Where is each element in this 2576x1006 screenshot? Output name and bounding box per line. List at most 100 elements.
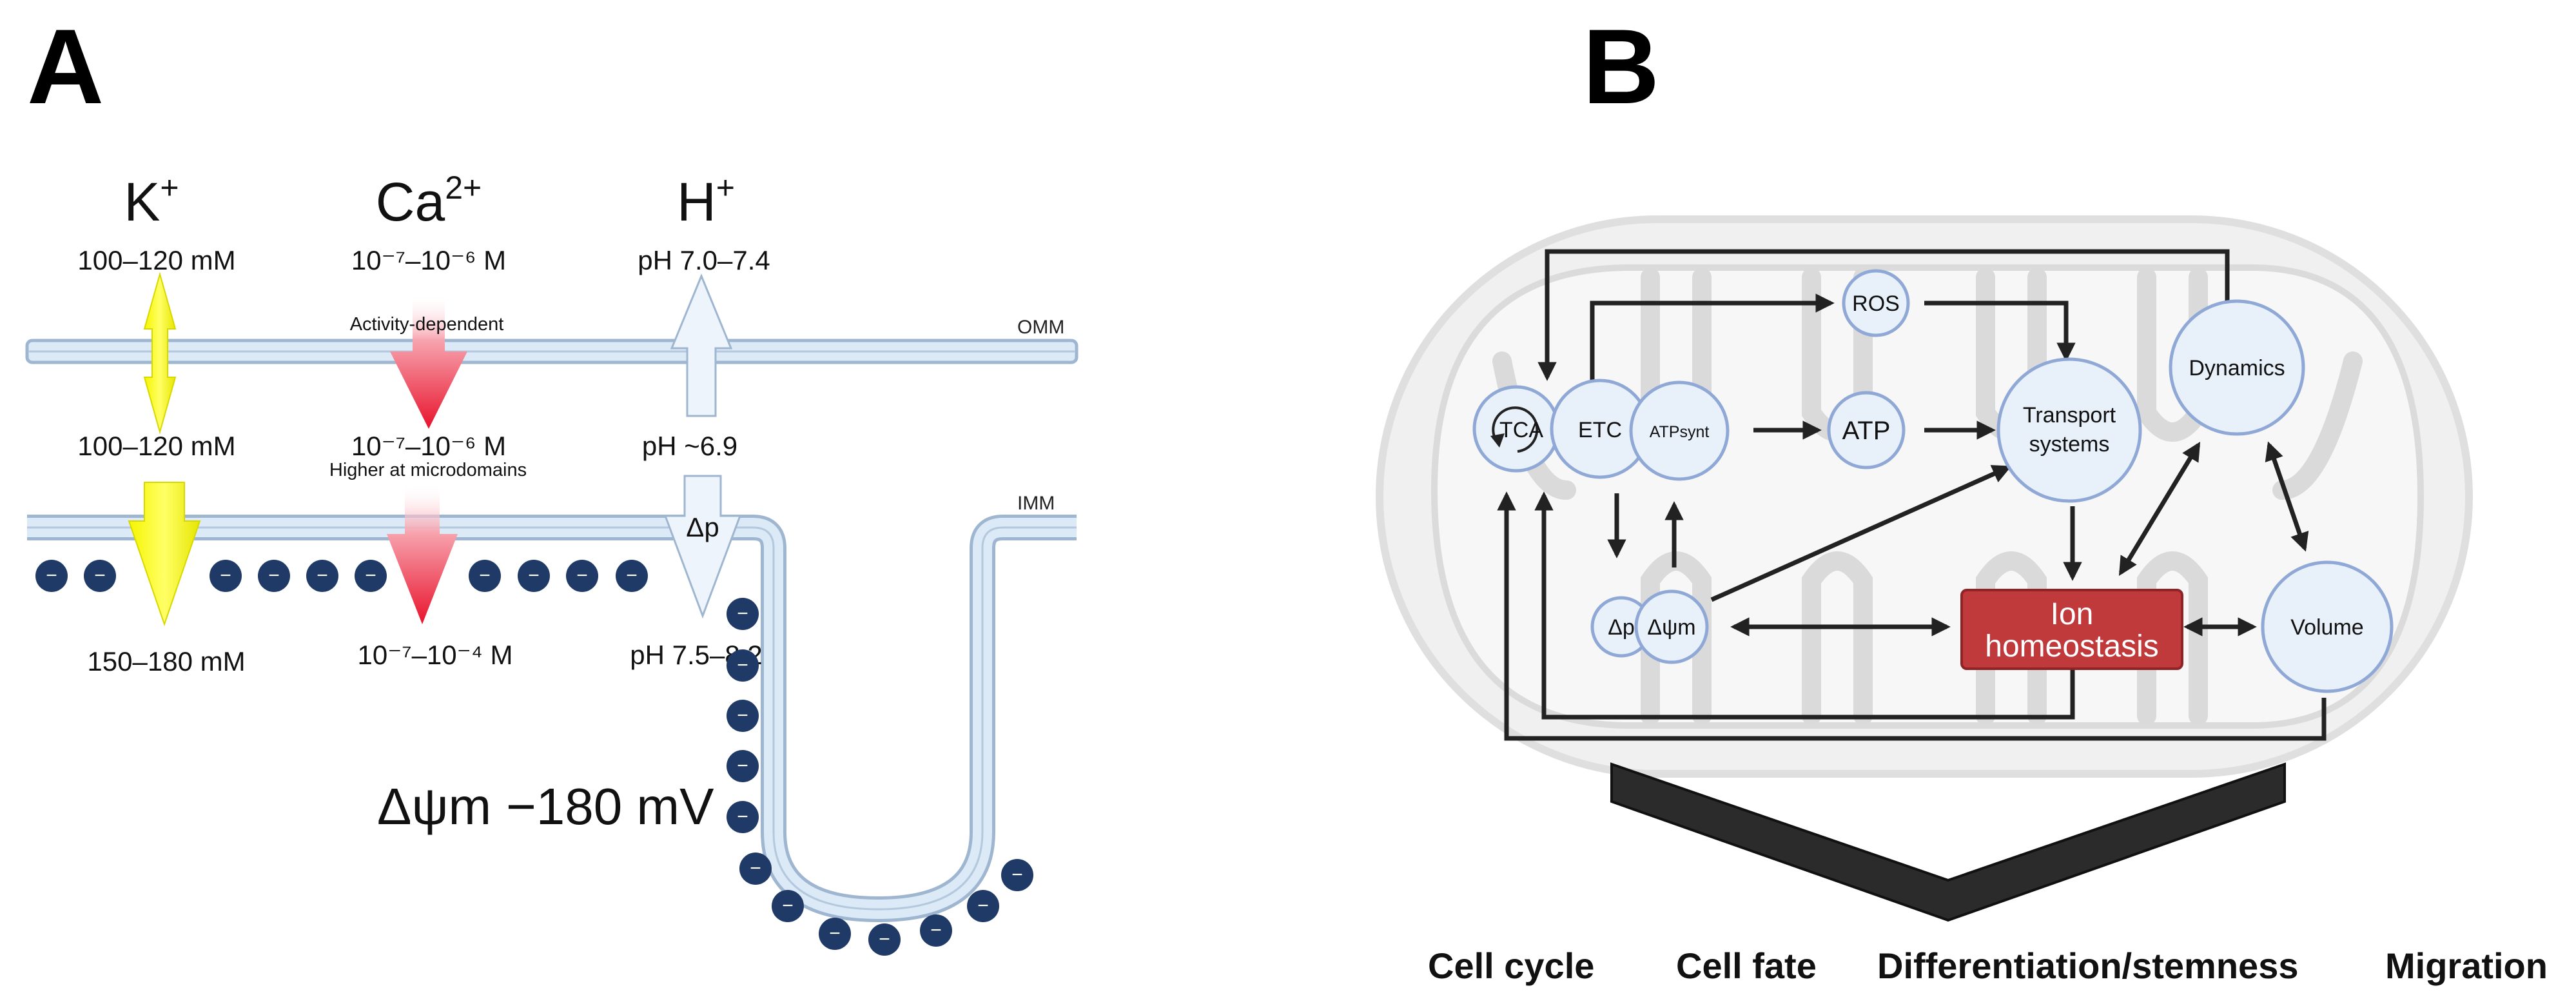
- imm-label: IMM: [1017, 493, 1055, 514]
- node-etc: ETC: [1550, 379, 1650, 479]
- negative-charge-sign: −: [626, 565, 638, 586]
- negative-charge-sign: −: [1011, 864, 1023, 885]
- outcome-migration: Migration: [2385, 945, 2548, 986]
- negative-charge: [258, 560, 290, 592]
- node-transport-label-2: systems: [2029, 432, 2110, 457]
- negative-charge: [469, 560, 501, 592]
- node-volume-label: Volume: [2290, 615, 2363, 640]
- negative-charge: [84, 560, 116, 592]
- negative-charge: [727, 750, 759, 782]
- outcome-cell-fate: Cell fate: [1676, 945, 1817, 986]
- panel-a-letter: A: [27, 7, 104, 126]
- ca-microdomain-note: Higher at microdomains: [329, 460, 527, 480]
- panel-a: A OMM IMM K+ Ca2+ H+ 100–120 mM 10⁻⁷–10⁻…: [25, 7, 1078, 956]
- h-omm-up-arrow: [670, 273, 733, 417]
- node-transport-systems: Transport systems: [1996, 357, 2142, 503]
- outcome-differentiation-stemness: Differentiation/stemness: [1877, 945, 2299, 986]
- outcome-cell-cycle: Cell cycle: [1428, 945, 1594, 986]
- node-delta-psi-label: Δψm: [1647, 615, 1695, 640]
- negative-charge: [35, 560, 68, 592]
- inner-membrane: [27, 515, 1077, 922]
- omm-label: OMM: [1017, 317, 1064, 338]
- membrane-potential-value: −180 mV: [506, 778, 714, 835]
- h-ims-ph: pH ~6.9: [642, 431, 737, 461]
- negative-charge-sign: −: [46, 565, 57, 586]
- ca-matrix-conc: 10⁻⁷–10⁻⁴ M: [357, 640, 512, 670]
- negative-charge-sign: −: [479, 565, 491, 586]
- node-tca: TCA: [1472, 385, 1560, 473]
- negative-charge-sign: −: [737, 806, 748, 827]
- negative-charge: [967, 890, 999, 922]
- negative-charge-sign: −: [750, 858, 761, 879]
- negative-charge: [566, 560, 598, 592]
- negative-charge-sign: −: [782, 895, 794, 916]
- negative-charge-sign: −: [879, 929, 890, 950]
- k-imm-arrow: [128, 482, 201, 627]
- delta-p-label: Δp: [686, 512, 719, 542]
- k-matrix-conc: 150–180 mM: [87, 646, 245, 676]
- negative-charge-sign: −: [737, 755, 748, 776]
- node-delta-psi: Δψm: [1634, 589, 1709, 664]
- negative-charge: [306, 560, 338, 592]
- ca-activity-note: Activity-dependent: [350, 314, 504, 335]
- membrane-potential-symbol: Δψm: [377, 778, 491, 835]
- ca-outside-conc: 10⁻⁷–10⁻⁶ M: [351, 245, 506, 275]
- negative-charge-sign: −: [737, 655, 748, 676]
- node-transport-label-1: Transport: [2023, 403, 2116, 428]
- panel-b: B: [1376, 7, 2548, 986]
- ca-imm-arrow: [387, 484, 458, 624]
- negative-charge: [1001, 859, 1033, 891]
- panel-b-letter: B: [1583, 7, 1659, 126]
- negative-charge: [355, 560, 387, 592]
- negative-charge-sign: −: [576, 565, 588, 586]
- negative-charge: [616, 560, 648, 592]
- negative-charge-sign: −: [737, 603, 748, 624]
- node-atpsynt: ATPsynt: [1629, 380, 1730, 481]
- negative-charge-sign: −: [829, 923, 841, 944]
- node-atpsynt-label: ATPsynt: [1650, 423, 1710, 441]
- negative-charge: [727, 649, 759, 682]
- negative-charge: [819, 918, 851, 950]
- negative-charge-sign: −: [930, 920, 942, 941]
- negative-charge-sign: −: [528, 565, 540, 586]
- node-atp: ATP: [1827, 391, 1906, 469]
- pathway-arrows: [1497, 249, 2327, 741]
- negative-charge: [739, 853, 772, 885]
- ca-ims-conc: 10⁻⁷–10⁻⁶ M: [351, 431, 506, 461]
- h-imm-down-arrow: [663, 475, 742, 619]
- ca-omm-arrow: [390, 293, 467, 429]
- negative-charge: [920, 914, 952, 947]
- outer-membrane: [25, 339, 1078, 364]
- negative-charge-sign: −: [220, 565, 231, 586]
- node-etc-label: ETC: [1578, 418, 1622, 442]
- node-ion-label-1: Ion: [2051, 597, 2094, 631]
- negative-charge-sign: −: [737, 705, 748, 726]
- negative-charge: [210, 560, 242, 592]
- negative-charge-sign: −: [365, 565, 376, 586]
- ion-ca-symbol: Ca2+: [376, 170, 482, 232]
- node-volume: Volume: [2261, 560, 2394, 693]
- node-delta-p-label: Δp: [1608, 615, 1635, 640]
- negative-charge-sign: −: [268, 565, 280, 586]
- k-omm-bidirectional-arrow: [143, 271, 177, 435]
- negative-charge: [518, 560, 550, 592]
- node-ion-label-2: homeostasis: [1985, 629, 2158, 664]
- negative-charge: [727, 700, 759, 732]
- h-outside-ph: pH 7.0–7.4: [638, 245, 770, 275]
- node-atp-label: ATP: [1842, 417, 1891, 445]
- negative-charge: [727, 598, 759, 630]
- negative-charge-sign: −: [317, 565, 328, 586]
- node-tca-label: TCA: [1499, 418, 1543, 442]
- node-ion-homeostasis: Ion homeostasis: [1960, 589, 2183, 670]
- negative-charges: −−−−−−−−−−−−−−−−−−−−−−: [35, 560, 1033, 956]
- node-dynamics: Dynamics: [2169, 299, 2305, 436]
- node-dynamics-label: Dynamics: [2189, 356, 2285, 380]
- negative-charge-sign: −: [977, 895, 989, 916]
- node-ros-label: ROS: [1852, 291, 1900, 316]
- k-ims-conc: 100–120 mM: [77, 431, 235, 461]
- negative-charge: [868, 923, 901, 956]
- outcome-chevron: [1610, 762, 2286, 922]
- node-ros: ROS: [1842, 269, 1910, 337]
- negative-charge-sign: −: [94, 565, 106, 586]
